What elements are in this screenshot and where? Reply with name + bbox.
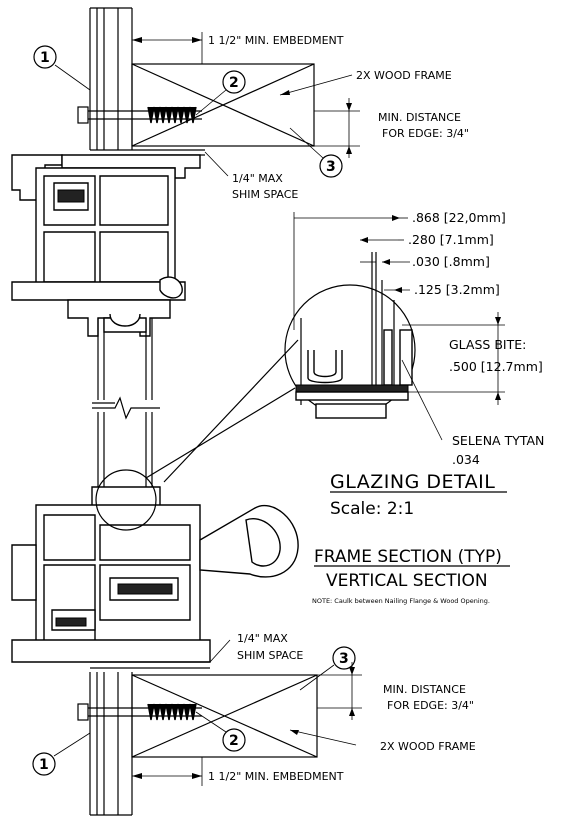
top-wood-frame-label: 2X WOOD FRAME [356, 69, 452, 82]
head-frame-profile [11, 154, 201, 337]
top-shim-callout: 1/4" MAX SHIM SPACE [90, 149, 298, 201]
frame-section-title: FRAME SECTION (TYP) [314, 547, 502, 567]
top-min-distance-dimension: MIN. DISTANCE FOR EDGE: 3/4" [314, 98, 469, 158]
bottom-callout-2-number: 2 [229, 733, 239, 749]
bottom-shim-callout: 1/4" MAX SHIM SPACE [90, 632, 303, 669]
tape-label-line1: SELENA TYTAN [452, 433, 544, 448]
bottom-min-distance-line2: FOR EDGE: 3/4" [387, 699, 474, 712]
top-callout-2-number: 2 [229, 75, 239, 91]
glazing-detail-scale: Scale: 2:1 [330, 499, 414, 519]
top-callout-1-number: 1 [40, 50, 50, 66]
caulk-note: NOTE: Caulk between Nailing Flange & Woo… [312, 597, 490, 605]
top-embedment-label: 1 1/2" MIN. EMBEDMENT [208, 34, 344, 47]
bottom-wood-frame-label: 2X WOOD FRAME [380, 740, 476, 753]
top-callout-3: 3 [289, 127, 343, 178]
top-callout-1: 1 [33, 45, 91, 91]
glass-bite-line1: GLASS BITE: [449, 337, 526, 352]
top-screw [77, 106, 202, 124]
top-wood-frame [131, 63, 315, 147]
bottom-wood-frame-leader: 2X WOOD FRAME [289, 729, 476, 753]
top-embedment-dimension: 1 1/2" MIN. EMBEDMENT [132, 32, 344, 64]
bottom-shim-line2: SHIM SPACE [237, 649, 303, 662]
glass-bite-line2: .500 [12.7mm] [449, 359, 543, 374]
bottom-embedment-dimension: 1 1/2" MIN. EMBEDMENT [132, 757, 344, 786]
tape-label-line2: .034 [452, 452, 480, 467]
bottom-min-distance-dimension: MIN. DISTANCE FOR EDGE: 3/4" [317, 662, 474, 720]
top-callout-2: 2 [195, 70, 246, 116]
bottom-min-distance-line1: MIN. DISTANCE [383, 683, 466, 696]
glazing-dim-030: .030 [.8mm] [412, 254, 490, 269]
bottom-callout-1: 1 [32, 732, 91, 776]
glazing-detail: .868 [22,0mm] .280 [7.1mm] .030 [.8mm] .… [95, 210, 544, 531]
bottom-embedment-label: 1 1/2" MIN. EMBEDMENT [208, 770, 344, 783]
top-shim-line1: 1/4" MAX [232, 172, 283, 185]
top-shim-line2: SHIM SPACE [232, 188, 298, 201]
sill-frame-profile [11, 486, 299, 663]
bottom-callout-3-number: 3 [339, 651, 349, 667]
section-titles: FRAME SECTION (TYP) VERTICAL SECTION NOT… [312, 547, 510, 605]
bottom-callout-3: 3 [299, 646, 356, 691]
bottom-callout-1-number: 1 [39, 757, 49, 773]
bottom-screw [77, 703, 202, 721]
top-wood-frame-leader: 2X WOOD FRAME [279, 69, 452, 96]
glazing-dim-868: .868 [22,0mm] [412, 210, 506, 225]
top-callout-3-number: 3 [326, 159, 336, 175]
bottom-callout-2: 2 [195, 711, 246, 752]
glazing-dim-125: .125 [3.2mm] [414, 282, 500, 297]
glazing-detail-title: GLAZING DETAIL [330, 471, 495, 493]
glazing-dim-280: .280 [7.1mm] [408, 232, 494, 247]
top-min-distance-line1: MIN. DISTANCE [378, 111, 461, 124]
vertical-section-title: VERTICAL SECTION [326, 571, 488, 591]
top-min-distance-line2: FOR EDGE: 3/4" [382, 127, 469, 140]
bottom-shim-line1: 1/4" MAX [237, 632, 288, 645]
